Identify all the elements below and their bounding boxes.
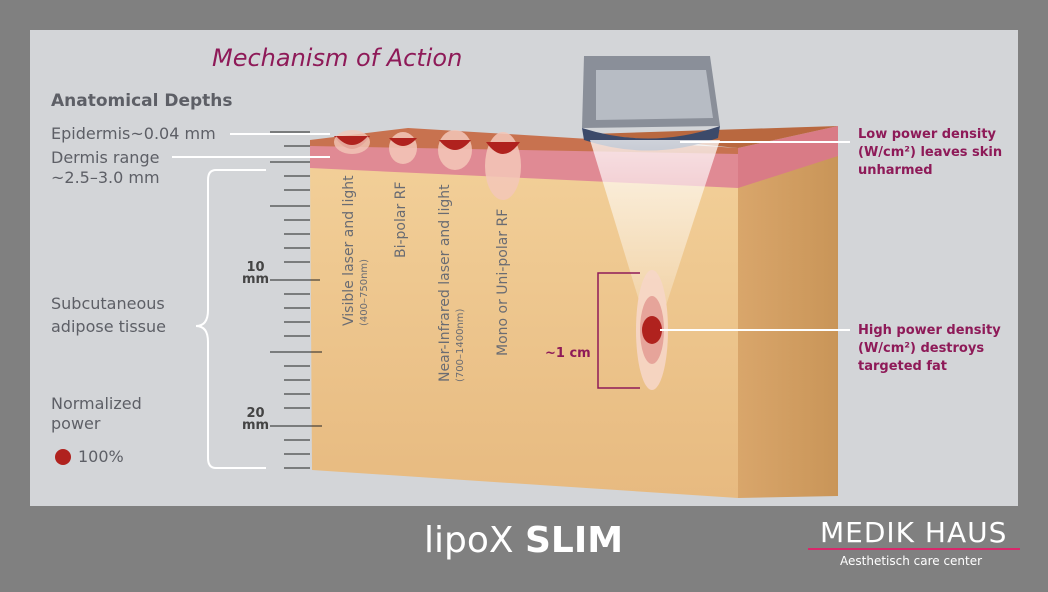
subcutaneous-label: Subcutaneous xyxy=(51,294,165,313)
low-power-callout: Low power density (W/cm²) leaves skin un… xyxy=(858,126,1002,180)
modality-visible-laser-label: Visible laser and light xyxy=(341,175,357,326)
dermis-range-label: ~2.5–3.0 mm xyxy=(51,168,160,187)
diagram-panel: Mechanism of Action Anatomical Depths Ep… xyxy=(30,30,1018,506)
high-power-line2: (W/cm²) destroys xyxy=(858,341,985,356)
modality-near-infrared: Near-Infrared laser and light (700–1400n… xyxy=(437,184,468,382)
focus-size-label: ~1 cm xyxy=(545,346,591,361)
brand-bold: SLIM xyxy=(525,520,624,561)
ruler-10mm-label: 10 mm xyxy=(242,260,270,287)
low-power-line2: (W/cm²) leaves skin xyxy=(858,145,1003,160)
high-power-callout: High power density (W/cm²) destroys targ… xyxy=(858,322,1001,376)
modality-bipolar-rf-label: Bi-polar RF xyxy=(393,181,409,258)
high-power-line1: High power density xyxy=(858,323,1001,338)
fat-layer-side xyxy=(738,130,838,498)
ruler-20-unit: mm xyxy=(242,418,270,433)
focal-zone xyxy=(636,270,668,390)
company-tagline: Aesthetisch care center xyxy=(840,554,983,568)
modality-near-infrared-range: (700–1400nm) xyxy=(455,308,466,382)
power-value: 100% xyxy=(78,447,124,466)
low-power-line1: Low power density xyxy=(858,127,997,142)
energy-beam xyxy=(590,140,720,330)
modality-visible-laser: Visible laser and light (400–750nm) xyxy=(341,175,372,326)
company-logo: MEDIK HAUS xyxy=(820,516,1008,549)
modality-bipolar-rf: Bi-polar RF xyxy=(393,181,409,258)
modality-visible-laser-range: (400–750nm) xyxy=(359,258,370,326)
normalized-label: Normalized xyxy=(51,394,142,413)
product-brand: lipoX SLIM xyxy=(424,520,623,561)
modality-near-infrared-label: Near-Infrared laser and light xyxy=(437,184,453,382)
subcutaneous-brace xyxy=(195,169,266,469)
ruler-10-unit: mm xyxy=(242,272,270,287)
epidermis-label: Epidermis~0.04 mm xyxy=(51,124,216,143)
power-label: power xyxy=(51,414,101,433)
adipose-label: adipose tissue xyxy=(51,317,166,336)
modality-monopolar-rf: Mono or Uni-polar RF xyxy=(495,208,511,356)
high-power-line3: targeted fat xyxy=(858,359,948,374)
ruler-20mm-label: 20 mm xyxy=(242,406,270,433)
ruler-20-value: 20 xyxy=(246,406,265,421)
power-dot xyxy=(55,449,71,465)
logo-divider xyxy=(808,548,1020,550)
brand-light: lipoX xyxy=(424,520,525,561)
diagram-title: Mechanism of Action xyxy=(212,44,463,72)
low-power-line3: unharmed xyxy=(858,163,933,178)
depth-ruler xyxy=(270,131,322,469)
focus-size-bracket xyxy=(597,272,640,389)
dermis-label: Dermis range xyxy=(51,148,160,167)
diagram-illustration xyxy=(55,56,850,498)
modality-monopolar-rf-label: Mono or Uni-polar RF xyxy=(495,208,511,356)
ruler-10-value: 10 xyxy=(246,260,265,275)
anatomical-depths-heading: Anatomical Depths xyxy=(51,91,233,111)
modality-spots xyxy=(334,130,521,200)
